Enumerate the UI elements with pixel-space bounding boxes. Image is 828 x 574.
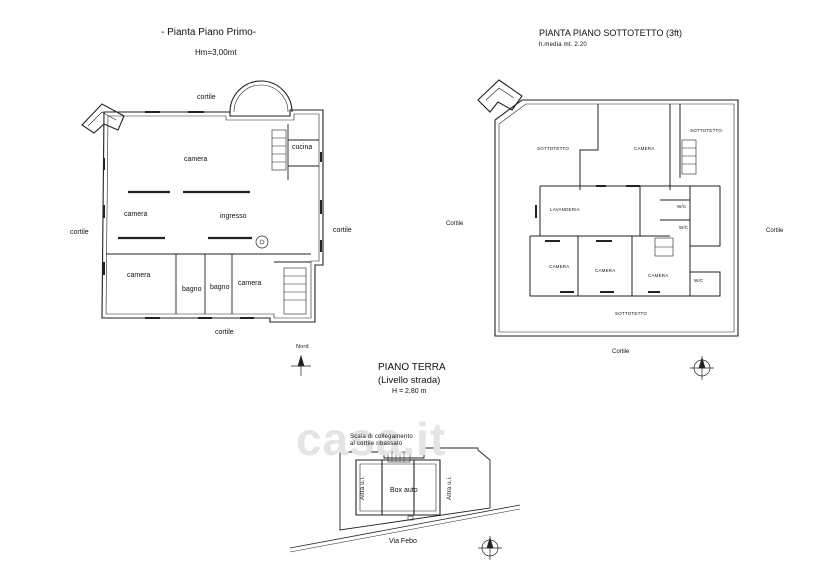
ground-room-box: Box auto xyxy=(390,487,418,494)
ground-street: Via Febo xyxy=(389,538,417,545)
compass-attic xyxy=(690,356,714,380)
ground-outline xyxy=(289,447,521,553)
compass-ground xyxy=(478,536,502,560)
first-floor-outline xyxy=(81,80,324,323)
ff-room-ingresso: ingresso xyxy=(220,213,247,220)
ground-height: H = 2,80 m xyxy=(392,388,427,395)
ff-cortile-left: cortile xyxy=(70,229,89,236)
first-floor-windows xyxy=(103,111,322,319)
attic-room-wc-3: W/C xyxy=(694,278,704,283)
north-arrow-first xyxy=(291,354,311,376)
ground-room-altra-left: Altra u.i. xyxy=(360,475,366,500)
ground-note-line2: al cortile ribassato xyxy=(350,441,403,447)
attic-room-camera-top: CAMERA xyxy=(634,146,655,151)
ff-room-camera-bottom-left: camera xyxy=(127,272,151,279)
attic-cortile-right: Cortile xyxy=(766,228,784,234)
attic-room-wc-1: W/C xyxy=(677,204,687,209)
ff-cortile-top: cortile xyxy=(197,94,216,101)
ff-cortile-bottom: cortile xyxy=(215,329,234,336)
watermark-logo: casa.it xyxy=(296,413,447,465)
attic-room-camera-2: CAMERA xyxy=(595,268,616,273)
ff-room-camera-top: camera xyxy=(184,156,208,163)
ff-room-camera-left: camera xyxy=(124,211,148,218)
first-floor-height: Hm=3,00mt xyxy=(195,48,237,57)
attic-room-sottotetto-bottom: SOTTOTETTO xyxy=(615,311,648,316)
attic-room-sottotetto-right: SOTTOTETTO xyxy=(690,128,723,133)
attic-room-lavanderia: LAVANDERIA xyxy=(550,207,580,212)
first-floor-interior xyxy=(106,124,319,315)
attic-room-camera-1: CAMERA xyxy=(549,264,570,269)
ff-room-cucina: cucina xyxy=(292,144,313,151)
attic-room-wc-2: W/C xyxy=(679,225,689,230)
ground-title: PIANO TERRA xyxy=(378,362,446,373)
attic-height: h.media mt. 2.20 xyxy=(539,42,587,48)
first-floor-title: - Pianta Piano Primo- xyxy=(161,27,257,38)
attic-room-camera-3: CAMERA xyxy=(648,273,669,278)
ff-north-label: Nord xyxy=(296,344,309,350)
attic-cortile-bottom: Cortile xyxy=(612,349,630,355)
ff-room-bagno-2: bagno xyxy=(210,284,230,291)
ground-note-line1: Scala di collegamento xyxy=(350,434,413,440)
attic-windows xyxy=(535,185,660,293)
ground-subtitle: (Livello strada) xyxy=(378,375,441,386)
attic-outline xyxy=(477,79,739,337)
attic-title: PIANTA PIANO SOTTOTETTO (3ft) xyxy=(539,28,683,38)
attic-cortile-left: Cortile xyxy=(446,221,464,227)
ff-cortile-right: cortile xyxy=(333,227,352,234)
attic-room-sottotetto-left: SOTTOTETTO xyxy=(537,146,570,151)
ground-room-altra-right: Altra u.i. xyxy=(447,475,453,500)
ff-room-bagno-1: bagno xyxy=(182,286,202,293)
ff-room-camera-bottom-right: camera xyxy=(238,280,262,287)
